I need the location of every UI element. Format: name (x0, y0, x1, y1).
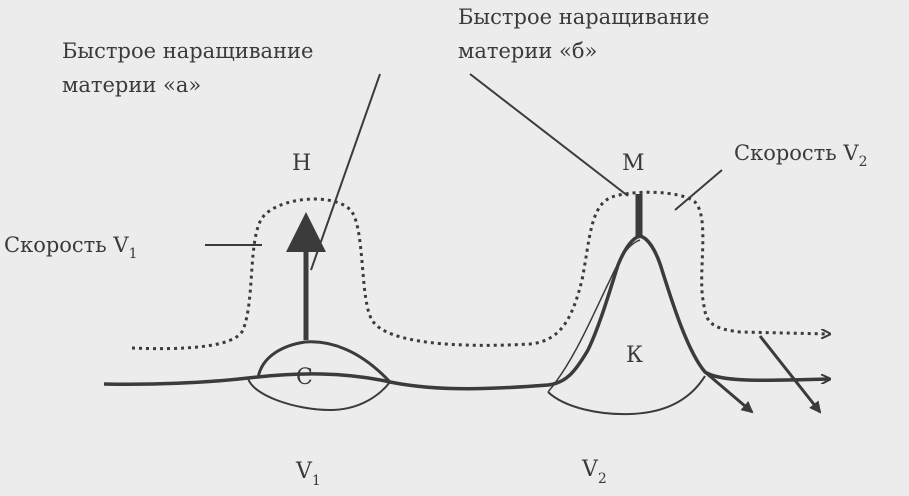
caption-b-line2: материи «б» (458, 39, 597, 63)
bottom-v2-text: V (581, 457, 599, 482)
leader-speed-2 (674, 169, 723, 211)
caption-a-line2: материи «а» (62, 73, 201, 97)
lens-c-top (256, 340, 392, 384)
speed-2-text: Скорость V (734, 141, 859, 165)
peak-k-bottom (547, 375, 706, 416)
letter-h: Н (292, 151, 311, 176)
bottom-v2: V2 (581, 457, 607, 487)
speed-1-label: Скорость V1 (4, 233, 138, 262)
bottom-v1-sub: 1 (312, 473, 321, 489)
lens-c-bottom (247, 377, 391, 412)
leader-caption-a (310, 73, 381, 271)
dotted-velocity-envelope (131, 190, 830, 351)
bottom-v2-sub: 2 (598, 471, 607, 487)
baseline-flow-line (103, 234, 830, 391)
letter-m: М (622, 151, 645, 176)
letter-k: К (626, 343, 643, 368)
speed-1-text: Скорость V (4, 233, 129, 257)
bottom-v1-text: V (295, 459, 313, 484)
leader-caption-b (469, 73, 629, 197)
speed-2-sub: 2 (859, 154, 868, 170)
peak-k-inner (547, 239, 641, 393)
caption-a-line1: Быстрое наращивание (62, 39, 313, 63)
bottom-v1: V1 (295, 459, 321, 489)
speed-1-sub: 1 (129, 246, 138, 262)
outflow-arrow-2 (758, 335, 822, 414)
outflow-arrow-1 (704, 370, 754, 414)
letter-c: С (296, 365, 313, 390)
speed-2-label: Скорость V2 (734, 141, 868, 170)
caption-b-line1: Быстрое наращивание (458, 5, 709, 29)
